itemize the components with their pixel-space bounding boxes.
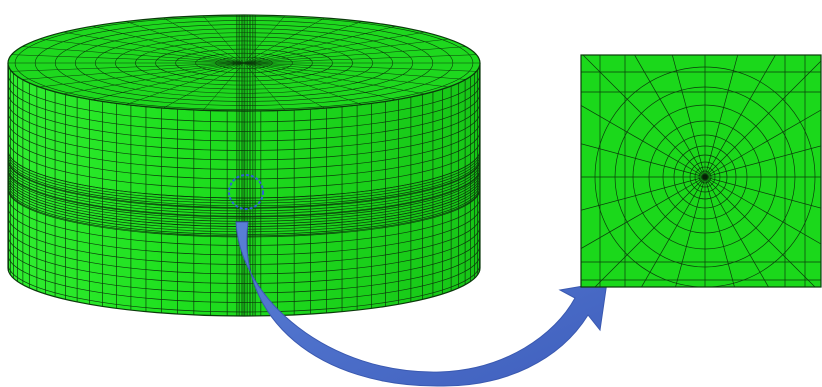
curved-arrow-icon (235, 221, 608, 387)
top-mesh-spoke (243, 38, 449, 64)
top-mesh-spoke (22, 62, 245, 80)
detail-mesh-ring (614, 86, 796, 268)
top-mesh-spoke (39, 62, 245, 88)
top-mesh-spoke (63, 31, 245, 64)
detail-border (580, 54, 822, 288)
side-mesh-ring (8, 111, 480, 161)
top-mesh-spoke (243, 17, 325, 64)
detail-mesh-ring (701, 173, 709, 181)
side-mesh-ring (8, 216, 480, 265)
top-mesh-spoke (63, 62, 245, 95)
side-mesh-ring (8, 149, 480, 199)
top-mesh-spoke (163, 62, 245, 109)
top-mesh-spoke (243, 62, 466, 80)
top-mesh-spoke (243, 62, 477, 72)
side-mesh-ring (8, 168, 480, 217)
side-mesh-ring (8, 121, 480, 170)
top-mesh-spoke (243, 25, 396, 64)
side-mesh-ring (8, 165, 480, 214)
side-mesh-ring (8, 173, 480, 222)
side-mesh-ring (8, 140, 480, 189)
detail-mesh-ring (594, 66, 816, 287)
top-mesh-spoke (243, 62, 363, 105)
detail-mesh-ring (694, 166, 716, 188)
side-mesh-ring (8, 157, 480, 207)
side-mesh-ring (8, 170, 480, 220)
top-mesh-spoke (243, 62, 425, 95)
detail-mesh-ring (648, 120, 762, 234)
side-mesh-ring (8, 159, 480, 208)
detail-center-point (702, 174, 708, 180)
side-mesh-ring (8, 263, 480, 313)
highlight-circle-icon (228, 174, 264, 210)
top-mesh-spoke (243, 54, 477, 64)
top-mesh-spoke (11, 62, 245, 72)
refined-mesh-detail-view (580, 54, 822, 288)
top-mesh-spoke (92, 62, 245, 101)
side-mesh-ring (8, 244, 480, 294)
side-mesh-ring (8, 73, 480, 123)
cylindrical-mesh-model (7, 14, 481, 317)
top-mesh-spoke (11, 54, 245, 64)
side-mesh-ring (8, 152, 480, 201)
top-mesh-spoke (243, 21, 363, 64)
detail-mesh-ring (662, 134, 748, 220)
side-mesh-ring (8, 162, 480, 212)
side-mesh-ring (8, 130, 480, 180)
top-mesh-spoke (243, 31, 425, 64)
detail-mesh-ring (673, 145, 737, 209)
side-mesh-ring (8, 83, 480, 132)
side-mesh-ring (8, 225, 480, 275)
side-mesh-ring (8, 92, 480, 142)
side-mesh-ring (8, 254, 480, 303)
top-mesh-spoke (243, 62, 449, 88)
top-mesh-spoke (202, 62, 245, 111)
detail-mesh-ring (689, 161, 721, 193)
top-mesh-spoke (243, 62, 325, 109)
detail-mesh-ring (698, 170, 712, 184)
detail-mesh-grid (581, 55, 821, 287)
top-mesh-spoke (22, 46, 245, 64)
top-mesh-spoke (92, 25, 245, 64)
top-mesh-spoke (163, 17, 245, 64)
top-mesh-grid (8, 15, 480, 111)
top-mesh-spoke (243, 62, 396, 101)
side-mesh-ring (8, 168, 480, 218)
top-mesh-spoke (39, 38, 245, 64)
detail-mesh-ring (682, 154, 728, 200)
top-mesh-spoke (202, 15, 245, 64)
side-mesh-ring (8, 235, 480, 284)
side-mesh-grid (8, 66, 480, 316)
detail-mesh-ring (632, 104, 778, 250)
top-mesh-spoke (125, 62, 245, 105)
top-mesh-spoke (243, 46, 466, 64)
side-mesh-ring (8, 155, 480, 204)
side-mesh-ring (8, 102, 480, 151)
side-mesh-ring (8, 160, 480, 209)
top-mesh-spoke (125, 21, 245, 64)
